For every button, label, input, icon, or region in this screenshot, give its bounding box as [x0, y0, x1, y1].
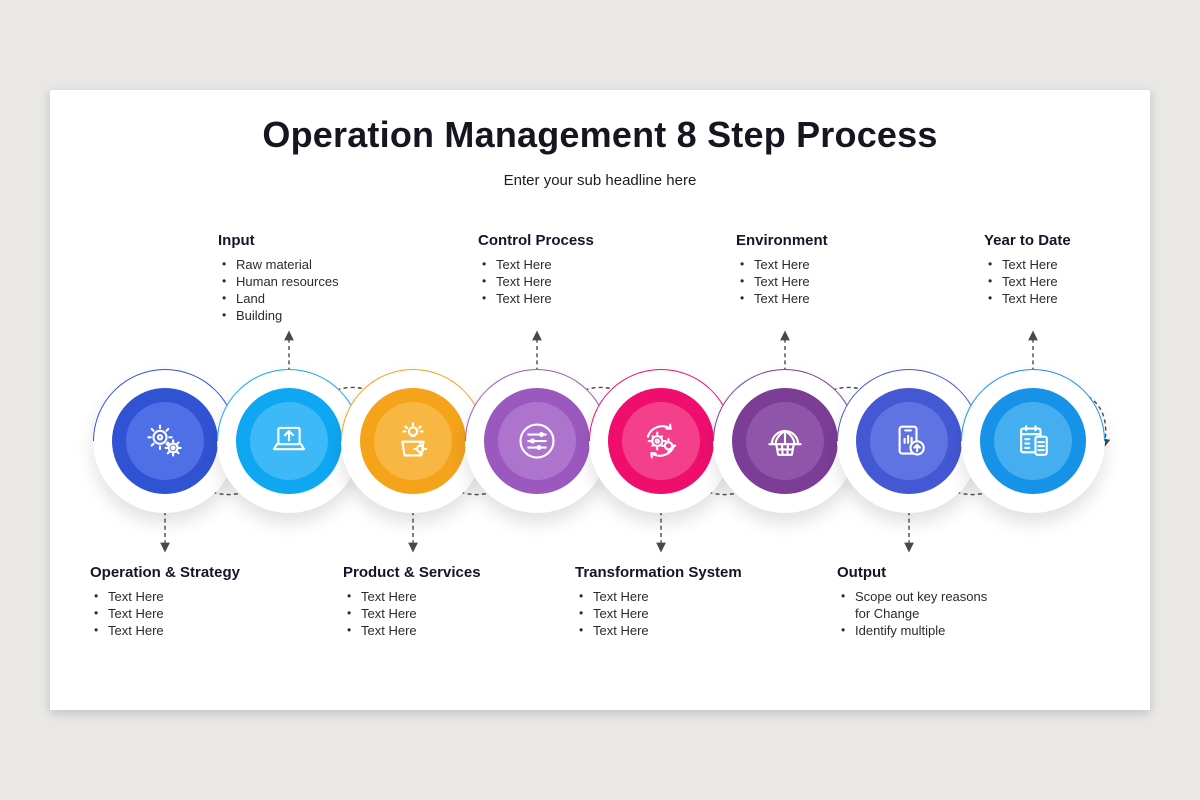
step-circle-ring: [931, 339, 1135, 543]
step-title: Operation & Strategy: [90, 564, 241, 581]
bullet-item: Text Here: [90, 622, 285, 639]
step-text-environment: Environment Text Here Text Here Text Her…: [736, 232, 908, 307]
step-text-product-services: Product & Services Text Here Text Here T…: [343, 564, 538, 639]
step-title: Product & Services: [343, 564, 481, 581]
step-circle: [360, 388, 466, 494]
step-title: Control Process: [478, 232, 594, 249]
bullet-item: Text Here: [90, 605, 285, 622]
bullet-item: Scope out key reasons for Change: [837, 588, 989, 622]
bullet-item: Human resources: [218, 273, 390, 290]
dome-icon: [768, 429, 802, 456]
bullet-item: Text Here: [736, 273, 908, 290]
step-text-input: Input Raw material Human resources Land …: [218, 232, 390, 324]
step-title: Environment: [736, 232, 828, 249]
bullet-item: Text Here: [478, 290, 650, 307]
gears-icon: [147, 424, 182, 457]
bullet-item: Text Here: [478, 256, 650, 273]
step-circle: [856, 388, 962, 494]
step-text-output: Output Scope out key reasons for Change …: [837, 564, 989, 639]
slide: Operation Management 8 Step Process Ente…: [50, 90, 1150, 710]
step-circle-ring: [187, 339, 391, 543]
bullet-item: Text Here: [478, 273, 650, 290]
bullet-item: Text Here: [736, 256, 908, 273]
bullet-item: Building: [218, 307, 390, 324]
bullet-item: Text Here: [343, 622, 538, 639]
bullet-item: Text Here: [984, 273, 1156, 290]
step-circle-ring: [311, 339, 515, 543]
bullet-item: Text Here: [575, 622, 770, 639]
bullet-item: Land: [218, 290, 390, 307]
laptop-upload-icon: [272, 426, 306, 451]
schedule-icon: [1020, 425, 1048, 456]
step-circle-ring: [63, 339, 267, 543]
bullet-item: Text Here: [575, 605, 770, 622]
step-circle: [608, 388, 714, 494]
bullet-item: Text Here: [736, 290, 908, 307]
bullet-item: Text Here: [343, 588, 538, 605]
step-title: Input: [218, 232, 255, 249]
step-text-transformation-system: Transformation System Text Here Text Her…: [575, 564, 770, 639]
bullet-item: Raw material: [218, 256, 390, 273]
slide-subtitle: Enter your sub headline here: [503, 172, 697, 189]
step-circle-ring: [435, 339, 639, 543]
step-circle-ring: [559, 339, 763, 543]
step-circle-ring: [683, 339, 887, 543]
step-circle: [980, 388, 1086, 494]
step-circle: [732, 388, 838, 494]
bullet-item: Text Here: [984, 256, 1156, 273]
step-text-operation-strategy: Operation & Strategy Text Here Text Here…: [90, 564, 285, 639]
step-circle-inner: [994, 402, 1072, 480]
step-title: Year to Date: [984, 232, 1071, 249]
step-circle: [236, 388, 342, 494]
step-text-control-process: Control Process Text Here Text Here Text…: [478, 232, 650, 307]
process-gears-icon: [646, 423, 677, 459]
step-circle: [112, 388, 218, 494]
step-title: Output: [837, 564, 887, 581]
mobile-upload-icon: [898, 425, 925, 456]
bullet-item: Identify multiple: [837, 622, 989, 639]
step-title: Transformation System: [575, 564, 742, 581]
step-circle-inner: [622, 402, 700, 480]
bullet-item: Text Here: [90, 588, 285, 605]
bullet-item: Text Here: [343, 605, 538, 622]
slide-title: Operation Management 8 Step Process: [262, 114, 938, 155]
step-circle-ring: [807, 339, 1011, 543]
idea-box-icon: [401, 422, 428, 457]
bullet-item: Text Here: [575, 588, 770, 605]
sliders-icon: [519, 423, 555, 459]
bullet-item: Text Here: [984, 290, 1156, 307]
step-circle: [484, 388, 590, 494]
step-text-year-to-date: Year to Date Text Here Text Here Text He…: [984, 232, 1156, 307]
